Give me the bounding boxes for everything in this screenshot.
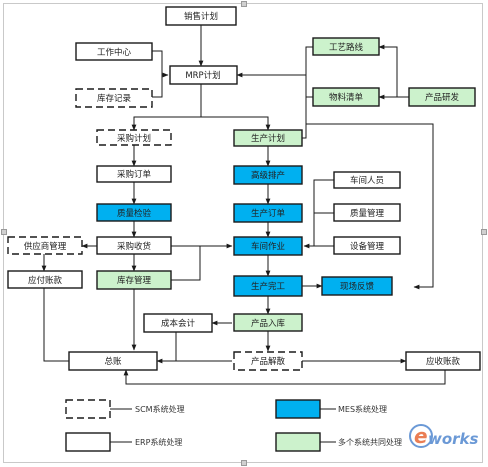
- label-product-dev: 产品研发: [425, 92, 460, 103]
- box-production-done[interactable]: [233, 275, 303, 297]
- legend: SCM系统处理 MES系统处理 ERP系统处理 多个系统共同处理: [65, 399, 402, 452]
- label-production-order: 生产订单: [251, 208, 286, 219]
- line-right-bus: [305, 97, 434, 290]
- label-sales-plan: 销售计划: [184, 11, 218, 22]
- box-onsite-feedback[interactable]: [321, 276, 393, 296]
- label-receivables: 应收账款: [426, 356, 461, 367]
- label-production-done: 生产完工: [251, 281, 286, 292]
- label-quality-check: 质量检验: [117, 208, 152, 219]
- box-purchase-receive[interactable]: [96, 236, 172, 255]
- box-process-route[interactable]: [312, 37, 380, 56]
- box-purchase-plan[interactable]: [96, 129, 172, 146]
- resize-handle-right[interactable]: [481, 229, 487, 235]
- label-supplier-mgmt: 供应商管理: [24, 241, 67, 252]
- box-purchase-order[interactable]: [96, 165, 172, 183]
- box-receivables[interactable]: [405, 351, 481, 371]
- box-production-order[interactable]: [233, 203, 303, 223]
- arrow-mrp-to-purchase-plan: [131, 116, 201, 131]
- legend-label-erp: ERP系统处理: [135, 437, 182, 447]
- label-work-center: 工作中心: [97, 47, 132, 58]
- box-product-stockin[interactable]: [233, 313, 303, 332]
- box-quality-check[interactable]: [96, 203, 172, 222]
- arrow-dev-to-route: [378, 44, 409, 98]
- arrow-mrp-to-production-plan: [201, 116, 271, 131]
- label-cost-accounting: 成本会计: [161, 318, 196, 329]
- label-equipment-mgmt: 设备管理: [350, 241, 385, 252]
- resize-handle-left[interactable]: [1, 229, 7, 235]
- legend-label-multi: 多个系统共同处理: [338, 437, 402, 447]
- resize-handle-top[interactable]: [241, 1, 247, 7]
- line-staff-bus: [313, 179, 334, 246]
- arrow-payables-to-ledger: [43, 288, 98, 364]
- logo-ring-icon: [409, 424, 433, 448]
- box-workshop-ops[interactable]: [233, 236, 303, 256]
- legend-swatch-erp: [65, 432, 111, 452]
- label-quality-mgmt: 质量管理: [350, 208, 385, 219]
- label-production-plan: 生产计划: [251, 133, 285, 144]
- label-inventory-mgmt: 库存管理: [117, 275, 152, 286]
- legend-label-scm: SCM系统处理: [135, 404, 185, 414]
- label-workshop-ops: 车间作业: [251, 241, 285, 252]
- label-product-delivery: 产品解散: [251, 356, 286, 367]
- label-workshop-staff: 车间人员: [350, 175, 384, 186]
- line-prod-plan-right: [302, 124, 307, 139]
- label-advanced-scheduling: 高级排产: [251, 170, 285, 181]
- logo-prefix: e: [414, 424, 428, 448]
- boxes: 销售计划 工作中心 工艺路线 MRP计划 库存记录 物料清单 产品研发 采购计划…: [7, 6, 481, 371]
- legend-swatch-scm: [65, 399, 111, 419]
- box-general-ledger[interactable]: [68, 351, 158, 371]
- eworks-logo: e works: [409, 424, 479, 448]
- label-general-ledger: 总账: [104, 356, 122, 367]
- box-workshop-staff[interactable]: [333, 171, 401, 189]
- legend-label-mes: MES系统处理: [338, 404, 387, 414]
- box-bom[interactable]: [312, 87, 380, 107]
- box-quality-mgmt[interactable]: [333, 203, 401, 222]
- box-inventory-mgmt[interactable]: [96, 270, 172, 290]
- box-inventory-record[interactable]: [75, 88, 153, 108]
- label-inventory-record: 库存记录: [97, 93, 132, 104]
- resize-handle-bottom[interactable]: [241, 460, 247, 466]
- bracket-right-inputs: [305, 46, 313, 98]
- box-advanced-scheduling[interactable]: [233, 165, 303, 185]
- label-mrp-plan: MRP计划: [185, 70, 220, 81]
- arrow-receivables-to-ledger: [123, 369, 446, 385]
- diagram-frame: [3, 3, 483, 463]
- label-bom: 物料清单: [329, 92, 364, 103]
- box-cost-accounting[interactable]: [143, 313, 213, 333]
- box-payables[interactable]: [7, 270, 83, 289]
- label-onsite-feedback: 现场反馈: [340, 281, 375, 292]
- legend-swatch-multi: [275, 432, 321, 452]
- box-production-plan[interactable]: [233, 129, 303, 147]
- box-work-center[interactable]: [75, 42, 153, 61]
- bracket-left-inputs: [152, 50, 163, 98]
- box-mrp-plan[interactable]: [169, 65, 238, 85]
- box-supplier-mgmt[interactable]: [7, 236, 83, 255]
- box-equipment-mgmt[interactable]: [333, 236, 401, 255]
- label-payables: 应付账款: [28, 275, 63, 286]
- legend-swatch-mes: [275, 399, 321, 419]
- line-inventory-to-workshop: [171, 246, 201, 281]
- logo-suffix: works: [428, 430, 479, 448]
- box-product-dev[interactable]: [408, 87, 476, 107]
- label-purchase-receive: 采购收货: [117, 241, 152, 252]
- label-product-stockin: 产品入库: [251, 318, 286, 329]
- label-purchase-order: 采购订单: [117, 169, 152, 180]
- arrow-cost-to-ledger: [156, 332, 177, 364]
- box-sales-plan[interactable]: [165, 6, 237, 26]
- label-purchase-plan: 采购计划: [117, 133, 151, 144]
- label-process-route: 工艺路线: [329, 42, 364, 53]
- connectors: [41, 25, 446, 385]
- box-product-delivery[interactable]: [233, 351, 303, 371]
